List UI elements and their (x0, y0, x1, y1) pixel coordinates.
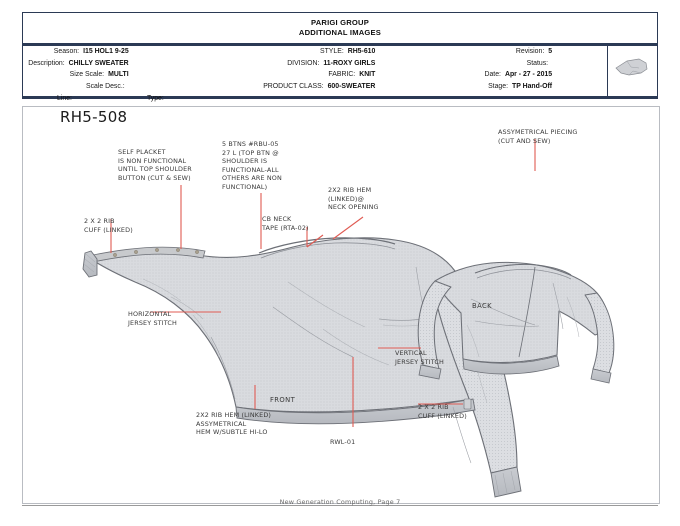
field-label: Date: (484, 71, 501, 78)
annotation-rib-cuff-right: 2 X 2 RIB CUFF (LINKED) (418, 403, 467, 420)
header-top-rule (22, 43, 658, 46)
field-label: Scale Desc.: (85, 82, 125, 90)
drawing-frame (22, 106, 660, 504)
field-label: PRODUCT CLASS: (263, 82, 324, 90)
header-bottom-rule (22, 96, 658, 99)
field-label: Description: (28, 59, 65, 67)
field-label: Stage: (488, 82, 508, 90)
field-type-label: Type: (146, 95, 164, 102)
field-style: STYLE: RH5-610 (238, 46, 458, 58)
field-label: Revision: (515, 48, 545, 55)
field-value: KNIT (359, 71, 376, 78)
annotation-assymetrical-piecing: ASSYMETRICAL PIECING (CUT AND SEW) (498, 128, 578, 145)
field-season: Season: I15 HOL1 9-25 (23, 46, 238, 58)
field-scale-desc: Scale Desc.: (23, 81, 238, 93)
header-thumbnail-cell (607, 46, 657, 96)
field-fabric: FABRIC: KNIT (238, 69, 458, 81)
footer-divider (22, 505, 658, 506)
field-label: Status: (526, 59, 549, 67)
annotation-rib-cuff-left: 2 X 2 RIB CUFF (LINKED) (84, 217, 133, 234)
page-title: RH5-508 (60, 108, 128, 126)
footer-text: New Generation Computing, Page 7 (279, 498, 401, 506)
field-line-label: Line: (57, 95, 72, 102)
field-status: Status: (457, 58, 607, 70)
annotation-horizontal-jersey-stitch: HORIZONTAL JERSEY STITCH (128, 310, 177, 327)
field-label: Size Scale: (69, 71, 105, 78)
back-view-artwork (417, 261, 615, 384)
field-line-type-row: Line: Type: (23, 92, 238, 104)
document-header: PARIGI GROUP ADDITIONAL IMAGES Season: I… (22, 12, 658, 102)
field-label: STYLE: (319, 48, 344, 55)
field-value: 600-SWEATER (327, 82, 376, 90)
annotation-rib-hem-neck-opening: 2X2 RIB HEM (LINKED)@ NECK OPENING (328, 186, 379, 212)
field-description: Description: CHILLY SWEATER (23, 58, 238, 70)
field-value: CHILLY SWEATER (68, 59, 129, 67)
field-date: Date: Apr - 27 - 2015 (457, 69, 607, 81)
annotation-rwl: RWL-01 (330, 438, 356, 446)
header-column-left: Season: I15 HOL1 9-25 Description: CHILL… (23, 46, 238, 102)
annotation-buttons: 5 BTNS #RBU-05 27 L (TOP BTN @ SHOULDER … (222, 140, 282, 191)
field-stage: Stage: TP Hand-Off (457, 81, 607, 93)
field-product-class: PRODUCT CLASS: 600-SWEATER (238, 81, 458, 93)
view-label-front: FRONT (270, 396, 296, 404)
header-column-middle: STYLE: RH5-610 DIVISION: 11-ROXY GIRLS F… (238, 46, 458, 96)
garment-technical-drawing (82, 139, 615, 498)
field-value: I15 HOL1 9-25 (83, 48, 129, 55)
field-value: RH5-610 (347, 48, 376, 55)
field-revision: Revision: 5 (457, 46, 607, 58)
annotation-cb-neck-tape: CB NECK TAPE (RTA-02) (262, 215, 309, 232)
company-name: PARIGI GROUP (311, 18, 369, 27)
field-label: Season: (53, 48, 80, 55)
annotation-rib-hem-front: 2X2 RIB HEM (LINKED) ASSYMETRICAL HEM W/… (196, 411, 272, 437)
annotation-self-placket: SELF PLACKET IS NON FUNCTIONAL UNTIL TOP… (118, 148, 192, 182)
field-value: TP Hand-Off (512, 82, 553, 90)
header-title-box: PARIGI GROUP ADDITIONAL IMAGES (22, 12, 658, 43)
field-value: 5 (548, 48, 553, 55)
field-value: 11-ROXY GIRLS (323, 59, 376, 67)
field-size-scale: Size Scale: MULTI (23, 69, 238, 81)
document-subtitle: ADDITIONAL IMAGES (298, 28, 382, 37)
field-division: DIVISION: 11-ROXY GIRLS (238, 58, 458, 70)
view-label-back: BACK (472, 302, 492, 310)
sweater-thumbnail-icon (613, 52, 651, 86)
leader-lines (110, 139, 536, 427)
field-label: DIVISION: (287, 59, 320, 67)
annotation-vertical-jersey-stitch: VERTICAL JERSEY STITCH (395, 349, 444, 366)
header-column-right: Revision: 5 Status: Date: Apr - 27 - 201… (457, 46, 607, 96)
field-label: FABRIC: (328, 71, 356, 78)
header-fields: Season: I15 HOL1 9-25 Description: CHILL… (22, 46, 658, 102)
field-value: Apr - 27 - 2015 (504, 71, 553, 78)
field-value: MULTI (108, 71, 129, 78)
